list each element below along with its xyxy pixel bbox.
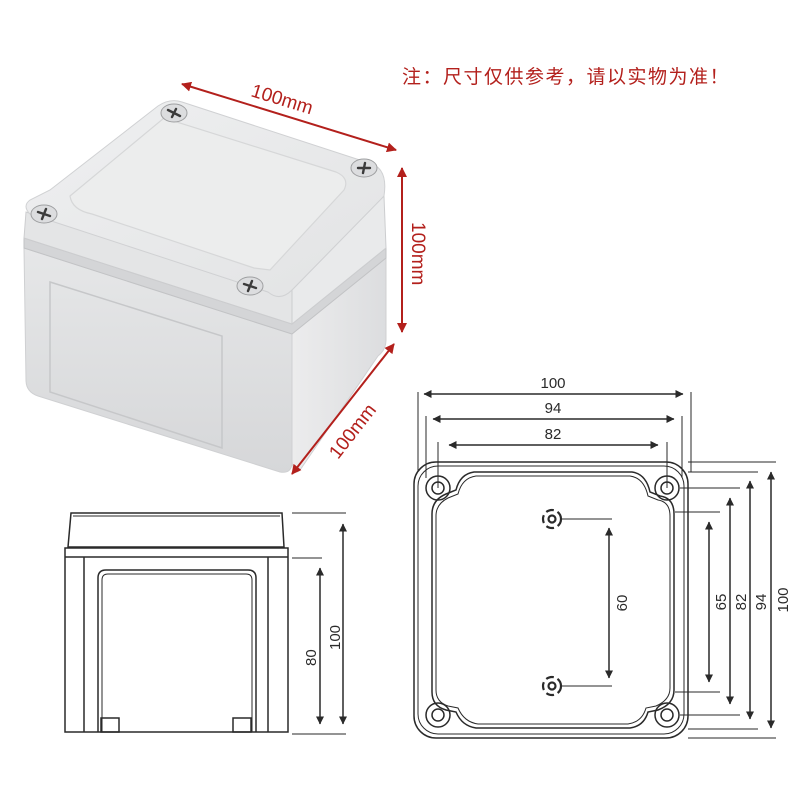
lid-plate [69,117,347,271]
width-label: 100mm [249,81,316,120]
screw-icon [350,158,378,178]
side-view-drawing [64,512,347,735]
top-screw-outer-height-label: 94 [753,594,770,611]
screw-icon [160,103,188,123]
mounting-hole-icon [541,675,563,697]
top-screw-inner-height-label: 82 [733,594,750,611]
top-view-drawing [413,390,776,739]
top-outer-height-label: 100 [775,587,792,612]
box-front-panel [49,280,223,450]
side-base-height-label: 80 [303,649,320,666]
width-arrow [181,81,397,153]
side-total-height-label: 100 [327,625,344,650]
top-outer-width-label: 100 [540,375,565,392]
dimension-notice: 注：尺寸仅供参考，请以实物为准！ [402,66,731,88]
top-hole-spacing-label: 60 [614,595,631,612]
top-screw-outer-width-label: 94 [545,400,562,417]
mounting-hole-icon [541,508,563,530]
depth-arrow [291,343,395,475]
screw-boss-icon [425,702,451,728]
top-inner-height-label: 65 [713,594,730,611]
screw-boss-icon [654,702,680,728]
top-screw-inner-width-label: 82 [545,426,562,443]
product-photo: 100mm 100mm 100mm [23,81,428,475]
screw-icon [30,204,58,224]
height-label: 100mm [407,222,428,285]
screw-icon [236,276,264,296]
